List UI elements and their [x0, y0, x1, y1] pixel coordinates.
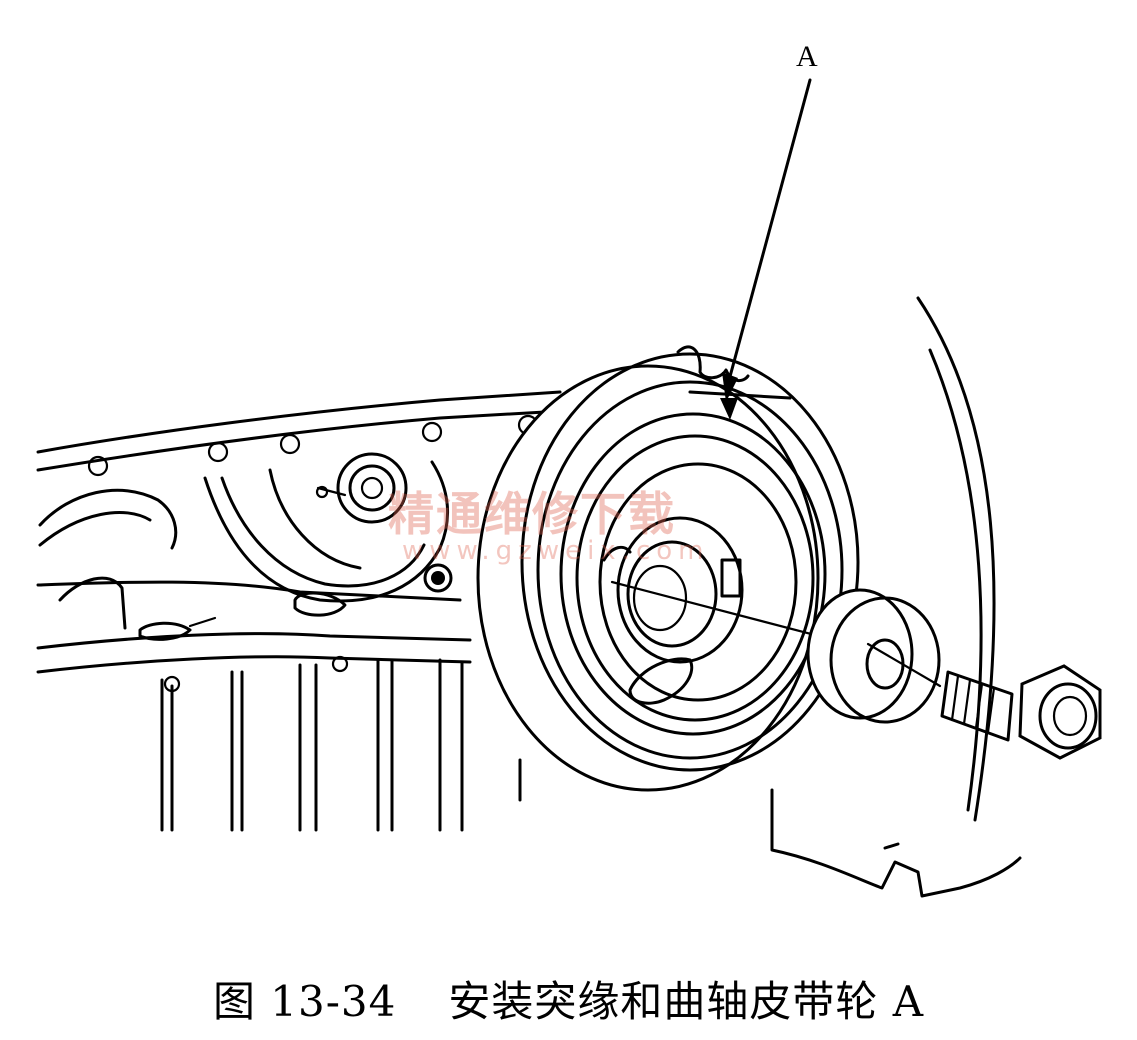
bolt	[940, 664, 1102, 760]
watermark-url: www.gzweix.com	[402, 536, 710, 566]
callout-leader-line	[726, 78, 812, 386]
callout-label-a: A	[796, 40, 818, 73]
engine-front-cover	[36, 390, 562, 832]
figure-caption: 图 13-34 安装突缘和曲轴皮带轮 A	[0, 968, 1137, 1029]
crankshaft-pulley	[476, 345, 860, 792]
figure-number: 图 13-34	[212, 977, 397, 1026]
callout-arrowhead	[722, 372, 738, 402]
watermark-text: 精通维修下载	[388, 487, 676, 541]
side-cover-bracket	[770, 296, 1022, 898]
figure-caption-text: 安装突缘和曲轴皮带轮 A	[448, 977, 925, 1026]
flange	[806, 588, 942, 724]
